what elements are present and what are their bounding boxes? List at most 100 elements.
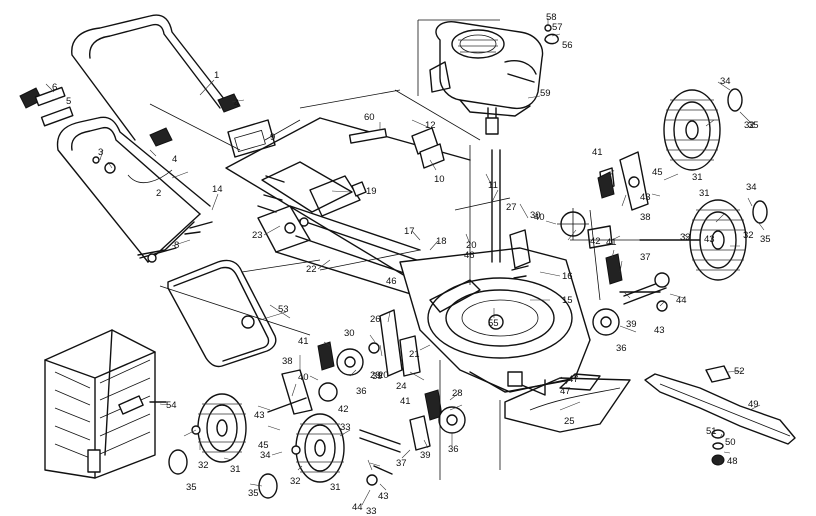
part-label: 59 [540, 88, 551, 99]
part-label: 44 [676, 295, 687, 306]
part-label: 23 [252, 230, 263, 241]
part-label: 37 [640, 252, 651, 263]
part-label: 57 [552, 22, 563, 33]
engine [429, 21, 559, 135]
cutting-blade [644, 365, 796, 466]
part-label: 8 [174, 240, 179, 251]
part-label: 19 [366, 186, 377, 197]
part-label: 24 [396, 381, 407, 392]
part-label: 42 [590, 236, 601, 247]
part-label: 58 [546, 12, 557, 23]
part-label: 43 [640, 192, 651, 203]
part-label: 41 [606, 237, 617, 248]
part-label: 32 [290, 476, 301, 487]
part-labels: 1 2 3 4 4 5 6 8 9 10 11 12 14 15 16 17 1… [52, 12, 771, 516]
height-adjusters [281, 151, 670, 453]
part-label: 20 [466, 240, 477, 251]
part-label: 45 [652, 167, 663, 178]
part-label: 47 [568, 374, 579, 385]
part-label: 33 [680, 232, 691, 243]
wheel-front-right [689, 199, 768, 281]
part-label: 37 [396, 458, 407, 469]
part-label: 49 [748, 399, 759, 410]
part-label: 2 [156, 188, 161, 199]
part-label: 31 [330, 482, 341, 493]
part-label: 26 [370, 314, 381, 325]
grass-catcher-bag [44, 329, 167, 479]
wheel-rear-right [663, 88, 743, 171]
part-label: 54 [166, 400, 177, 411]
part-label: 56 [562, 40, 573, 51]
part-label: 40 [534, 212, 545, 223]
part-label: 5 [66, 96, 71, 107]
part-label: 53 [278, 304, 289, 315]
part-label: 41 [298, 336, 309, 347]
part-label: 30 [344, 328, 355, 339]
part-label: 43 [254, 410, 265, 421]
part-label: 44 [352, 502, 363, 513]
part-label: 11 [488, 180, 498, 191]
part-label: 36 [616, 343, 627, 354]
part-label: 1 [214, 70, 219, 81]
mower-deck [399, 149, 591, 396]
rear-shield-frame [167, 259, 277, 368]
part-label: 41 [400, 396, 411, 407]
part-label: 27 [506, 202, 517, 213]
part-label: 39 [372, 371, 383, 382]
part-label: 36 [356, 386, 367, 397]
part-label: 35 [748, 120, 759, 131]
part-label: 25 [564, 416, 575, 427]
part-label: 10 [434, 174, 445, 185]
part-label: 35 [760, 234, 771, 245]
part-label: 38 [640, 212, 651, 223]
assembly-guide-lines [149, 19, 640, 480]
part-label: 55 [488, 318, 499, 329]
part-label: 50 [725, 437, 736, 448]
part-label: 51 [706, 426, 717, 437]
part-label: 21 [409, 349, 420, 360]
part-label: 16 [562, 271, 573, 282]
part-label: 30 [530, 210, 541, 221]
part-label: 43 [654, 325, 665, 336]
part-label: 45 [258, 440, 269, 451]
wheel-rear-left [168, 393, 247, 475]
part-label: 52 [734, 366, 745, 377]
part-label: 12 [425, 120, 436, 131]
part-label: 32 [744, 120, 755, 131]
part-label: 46 [386, 276, 397, 287]
part-label: 31 [699, 188, 710, 199]
part-label: 3 [98, 147, 103, 158]
part-label: 35 [186, 482, 197, 493]
handle-assembly [19, 14, 241, 263]
part-label: 34 [746, 182, 757, 193]
part-label: 22 [306, 264, 317, 275]
part-label: 38 [282, 356, 293, 367]
part-label: 20 [378, 370, 389, 381]
part-label: 41 [592, 147, 603, 158]
part-label: 32 [198, 460, 209, 471]
leader-lines [45, 18, 765, 506]
part-label: 48 [727, 456, 738, 467]
part-label: 15 [562, 295, 573, 306]
part-label: 31 [230, 464, 241, 475]
part-label: 40 [298, 372, 309, 383]
part-label: 42 [338, 404, 349, 415]
part-label: 17 [404, 226, 415, 237]
part-label: 28 [452, 388, 463, 399]
part-label: 43 [378, 491, 389, 502]
part-label: 39 [626, 319, 637, 330]
part-label: 34 [260, 450, 271, 461]
part-label: 47 [560, 386, 571, 397]
part-label: 4 [172, 154, 177, 165]
part-label: 9 [270, 132, 275, 143]
part-label: 60 [364, 112, 375, 123]
part-label: 4 [234, 98, 239, 109]
part-label: 46 [464, 250, 475, 261]
part-label: 32 [743, 230, 754, 241]
part-label: 43 [704, 234, 715, 245]
part-label: 35 [248, 488, 259, 499]
part-label: 29 [370, 370, 381, 381]
part-label: 39 [420, 450, 431, 461]
part-label: 6 [52, 82, 57, 93]
